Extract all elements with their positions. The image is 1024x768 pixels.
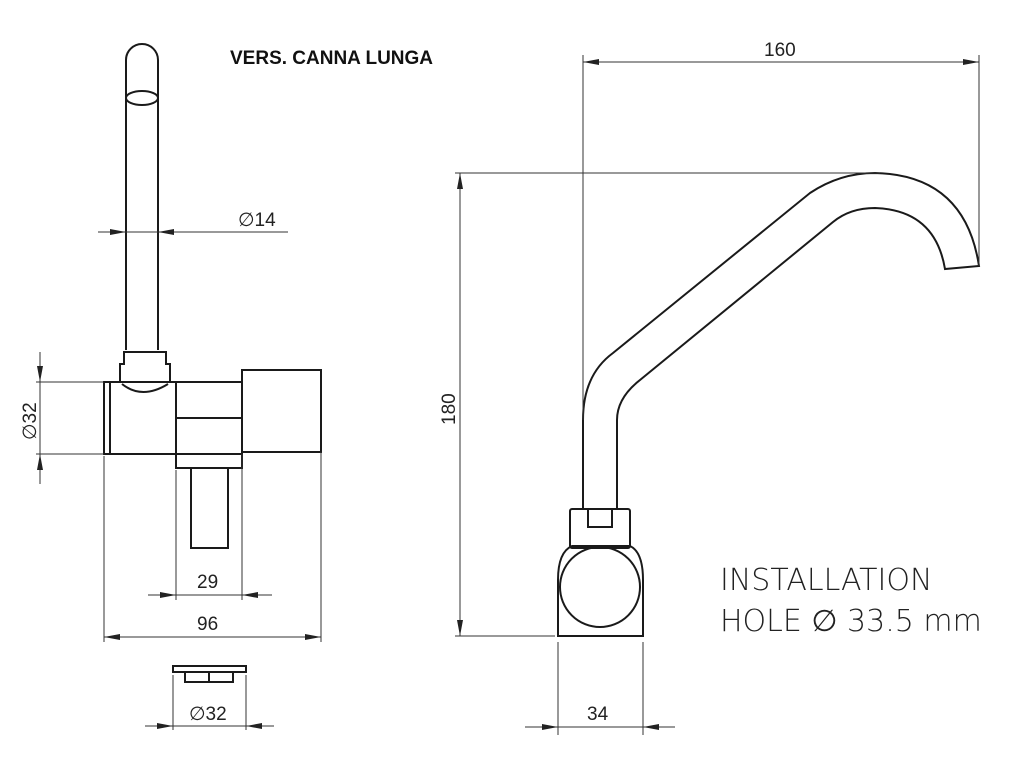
spout-nut [569, 508, 631, 549]
pipe-nut [119, 351, 171, 382]
dim-pipe-diameter: ∅14 [238, 210, 276, 231]
front-view: ∅14 ∅32 29 96 ∅32 [20, 43, 322, 730]
base-plate [172, 665, 247, 673]
nut-detail [587, 508, 613, 528]
side-view: 160 180 34 INSTALLATION HOLE ∅ 33.5 mm [439, 40, 982, 735]
handle [241, 369, 322, 453]
spout [582, 171, 981, 509]
dim-base-diameter: ∅32 [189, 704, 227, 725]
dim-height: 180 [439, 393, 460, 425]
dim-reach: 160 [764, 40, 796, 61]
drawing-title: VERS. CANNA LUNGA [230, 48, 433, 69]
stem [190, 467, 229, 549]
pipe-outlet-ring [125, 90, 159, 106]
installation-note-line2: HOLE ∅ 33.5 mm [720, 604, 982, 639]
dim-stem-width: 29 [197, 572, 218, 593]
valve-disc [559, 546, 641, 628]
dim-body-diameter: ∅32 [20, 402, 41, 440]
dim-base-width: 34 [587, 704, 609, 725]
dim-total-width: 96 [197, 614, 218, 635]
pipe [125, 43, 159, 350]
installation-note-line1: INSTALLATION [720, 563, 932, 598]
valve-base [557, 545, 644, 637]
nut-curve [121, 383, 169, 393]
stem-block [175, 381, 243, 469]
